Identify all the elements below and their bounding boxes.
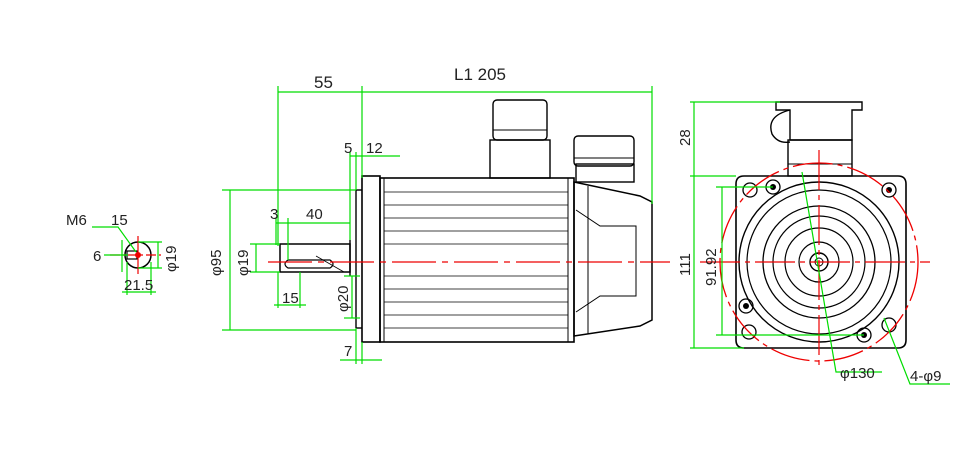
flange-square bbox=[735, 175, 907, 349]
mount-hole-bl bbox=[738, 298, 754, 314]
label-key-depth: 6 bbox=[93, 248, 101, 265]
front-dimensions bbox=[690, 101, 950, 385]
label-shaft-end-dia: φ19 bbox=[163, 246, 180, 272]
label-connector-height: 28 bbox=[677, 129, 694, 146]
front-connector-bracket bbox=[775, 101, 863, 141]
encoder-connector-head bbox=[573, 135, 635, 167]
power-connector-head bbox=[492, 99, 548, 141]
mount-hole-bl-inner bbox=[743, 303, 749, 309]
shaft-chamfer bbox=[315, 255, 345, 273]
label-key-width: 15 bbox=[282, 290, 299, 307]
side-dimensions bbox=[222, 86, 653, 364]
label-flange-thk-b: 12 bbox=[366, 140, 383, 157]
label-key-offset: 3 bbox=[270, 206, 278, 223]
mount-hole-tl-outer bbox=[742, 182, 758, 198]
encoder-connector-base bbox=[575, 163, 635, 183]
front-connector-loop bbox=[770, 109, 791, 144]
rear-cover-bevel bbox=[575, 209, 637, 313]
mount-hole-tr bbox=[881, 182, 897, 198]
label-square-size: 111 bbox=[677, 253, 694, 276]
cooling-fins bbox=[384, 191, 568, 329]
thread-leader bbox=[92, 226, 137, 253]
label-pilot-dia: φ95 bbox=[208, 250, 225, 276]
side-view bbox=[222, 86, 670, 364]
label-key-length: 40 bbox=[306, 206, 323, 223]
label-side-shaft-dia: φ19 bbox=[235, 250, 252, 276]
shaft-end-view bbox=[92, 226, 162, 295]
label-flange-to-shaft-end: 55 bbox=[314, 73, 333, 92]
label-thread-depth: 15 bbox=[111, 212, 128, 229]
mount-hole-tr-inner bbox=[886, 187, 892, 193]
shaft-end-tap-hole bbox=[135, 252, 141, 258]
rear-cover bbox=[573, 181, 653, 337]
label-thread: M6 bbox=[66, 212, 87, 229]
label-flange-thk-a: 5 bbox=[344, 140, 352, 157]
label-mount-holes: 4-φ9 bbox=[910, 368, 941, 385]
front-connector-stem bbox=[787, 139, 853, 177]
label-flange-base: 7 bbox=[344, 343, 352, 360]
mount-hole-bl2 bbox=[741, 324, 757, 340]
label-key-height: 21.5 bbox=[124, 277, 153, 294]
flange-plate bbox=[361, 175, 381, 343]
label-shaft-step-dia: φ20 bbox=[335, 286, 352, 312]
power-connector-base bbox=[489, 139, 551, 179]
motor-body bbox=[379, 177, 575, 343]
label-body-length: L1 205 bbox=[454, 65, 506, 84]
label-hole-spacing: 91.92 bbox=[703, 248, 720, 286]
front-view bbox=[690, 101, 950, 385]
label-pcd: φ130 bbox=[840, 365, 875, 382]
